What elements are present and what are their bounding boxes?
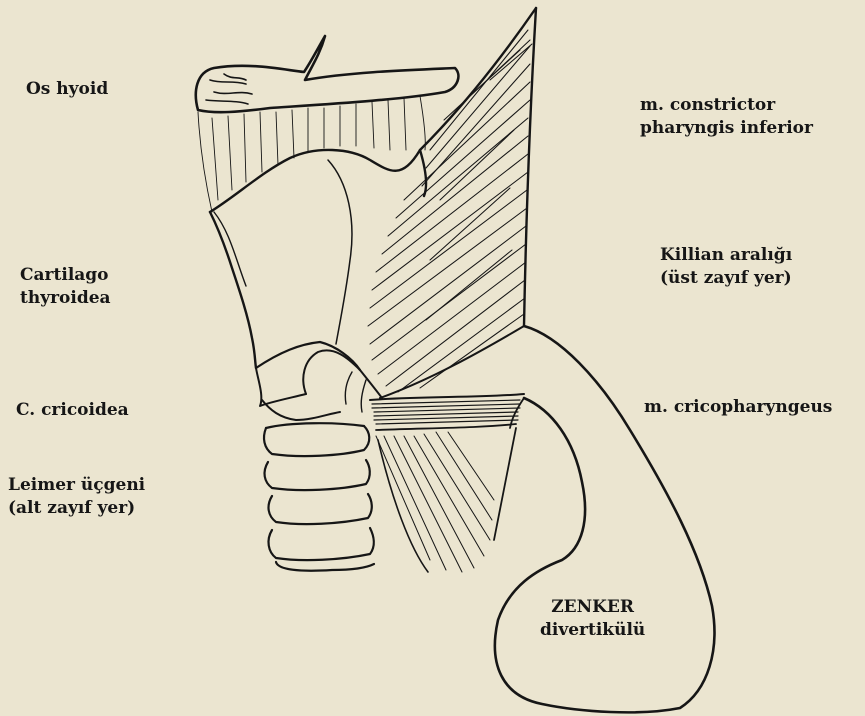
label-cartilago-thyroidea: Cartilago thyroidea	[20, 264, 111, 310]
label-cricopharyngeus-text: m. cricopharyngeus	[644, 396, 832, 419]
label-os-hyoid-text: Os hyoid	[26, 78, 108, 101]
label-leimer: Leimer üçgeni (alt zayıf yer)	[8, 474, 145, 520]
label-cartilago-line2: thyroidea	[20, 287, 111, 310]
label-constrictor: m. constrictor pharyngis inferior	[640, 94, 813, 140]
label-cricopharyngeus: m. cricopharyngeus	[644, 396, 832, 419]
label-cartilago-line1: Cartilago	[20, 264, 111, 287]
leimer-lower-fibers	[376, 432, 494, 572]
label-killian-line1: Killian aralığı	[660, 244, 792, 267]
label-leimer-line1: Leimer üçgeni	[8, 474, 145, 497]
label-killian: Killian aralığı (üst zayıf yer)	[660, 244, 792, 290]
cricopharyngeus-band	[370, 394, 524, 430]
constrictor-muscle	[368, 8, 536, 398]
label-cricoidea: C. cricoidea	[16, 399, 129, 422]
label-leimer-line2: (alt zayıf yer)	[8, 497, 145, 520]
hyoid-bone	[196, 36, 459, 112]
label-zenker: ZENKER divertikülü	[540, 596, 645, 642]
label-zenker-line1: ZENKER	[540, 596, 645, 619]
thyrohyoid-membrane	[198, 96, 425, 212]
thyroid-cartilage	[210, 150, 426, 370]
label-zenker-line2: divertikülü	[540, 619, 645, 642]
label-killian-line2: (üst zayıf yer)	[660, 267, 792, 290]
cricoid-cartilage	[256, 350, 382, 420]
label-cricoidea-text: C. cricoidea	[16, 399, 129, 422]
trachea	[264, 423, 374, 571]
zenker-diverticulum	[494, 326, 714, 712]
label-constrictor-line1: m. constrictor	[640, 94, 813, 117]
label-constrictor-line2: pharyngis inferior	[640, 117, 813, 140]
label-os-hyoid: Os hyoid	[26, 78, 108, 101]
